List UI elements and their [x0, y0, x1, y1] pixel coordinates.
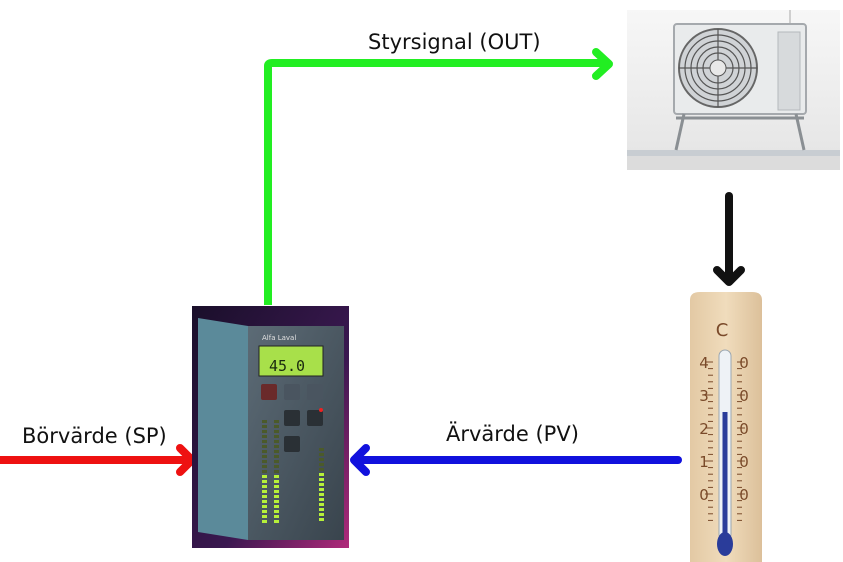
led-segment [274, 505, 279, 508]
process-value-label: Ärvärde (PV) [446, 422, 579, 446]
led-segment [274, 465, 279, 468]
thermometer-scale-left: 4 3 2 1 0 [699, 354, 709, 504]
led-segment [319, 503, 324, 506]
led-segment [262, 520, 267, 523]
led-segment [262, 510, 267, 513]
led-segment [262, 455, 267, 458]
led-segment [319, 508, 324, 511]
led-segment [319, 483, 324, 486]
led-segment [274, 500, 279, 503]
scale-right-label: 0 [739, 354, 749, 372]
led-segment [262, 425, 267, 428]
led-segment [274, 460, 279, 463]
led-segment [319, 458, 324, 461]
led-segment [274, 510, 279, 513]
led-segment [262, 460, 267, 463]
setpoint-label: Börvärde (SP) [22, 424, 167, 448]
led-segment [319, 478, 324, 481]
led-segment [319, 498, 324, 501]
led-segment [274, 420, 279, 423]
led-segment [319, 513, 324, 516]
scale-left-label: 4 [699, 354, 709, 372]
thermometer-ticks [705, 361, 745, 521]
led-segment [319, 463, 324, 466]
scale-right-label: 0 [739, 486, 749, 504]
controller-image: Alfa Laval 45.0 [192, 306, 349, 548]
led-segment [262, 495, 267, 498]
led-segment [274, 485, 279, 488]
led-segment [274, 515, 279, 518]
led-segment [274, 475, 279, 478]
led-segment [319, 448, 324, 451]
led-segment [274, 495, 279, 498]
led-segment [274, 430, 279, 433]
control-signal-arrow [264, 48, 613, 305]
led-bargraphs [262, 420, 324, 523]
led-segment [262, 440, 267, 443]
process-value-arrow [350, 444, 682, 476]
led-segment [262, 450, 267, 453]
actuation-arrow [713, 192, 745, 286]
scale-left-label: 2 [699, 420, 709, 438]
led-segment [262, 515, 267, 518]
led-segment [262, 505, 267, 508]
led-segment [262, 490, 267, 493]
thermometer-scale-right: 0 0 0 0 0 [739, 354, 749, 504]
led-segment [319, 473, 324, 476]
led-segment [274, 520, 279, 523]
led-segment [262, 470, 267, 473]
fan-icon [678, 28, 758, 108]
led-segment [262, 430, 267, 433]
led-segment [274, 470, 279, 473]
led-segment [274, 440, 279, 443]
led-segment [319, 468, 324, 471]
led-segment [262, 480, 267, 483]
led-segment [262, 435, 267, 438]
led-segment [319, 518, 324, 521]
led-segment [274, 490, 279, 493]
scale-left-label: 3 [699, 387, 709, 405]
scale-right-label: 0 [739, 453, 749, 471]
scale-right-label: 0 [739, 420, 749, 438]
scale-right-label: 0 [739, 387, 749, 405]
controller-brand: Alfa Laval [262, 334, 296, 342]
led-segment [262, 475, 267, 478]
scale-left-label: 0 [699, 486, 709, 504]
scale-left-label: 1 [699, 453, 709, 471]
led-segment [274, 455, 279, 458]
controller-display-value: 45.0 [269, 357, 305, 375]
led-segment [274, 480, 279, 483]
air-conditioner-image [627, 10, 840, 170]
unit-label: C [716, 320, 729, 341]
setpoint-arrow [0, 444, 196, 476]
led-segment [274, 445, 279, 448]
led-segment [262, 420, 267, 423]
led-segment [274, 435, 279, 438]
thermometer-image: C 4 3 2 1 0 0 0 0 0 0 [690, 292, 762, 562]
led-segment [274, 450, 279, 453]
led-segment [319, 488, 324, 491]
led-segment [262, 485, 267, 488]
led-segment [274, 425, 279, 428]
led-segment [262, 445, 267, 448]
led-segment [319, 453, 324, 456]
led-segment [319, 493, 324, 496]
led-segment [262, 465, 267, 468]
control-signal-label: Styrsignal (OUT) [368, 30, 541, 54]
led-segment [262, 500, 267, 503]
